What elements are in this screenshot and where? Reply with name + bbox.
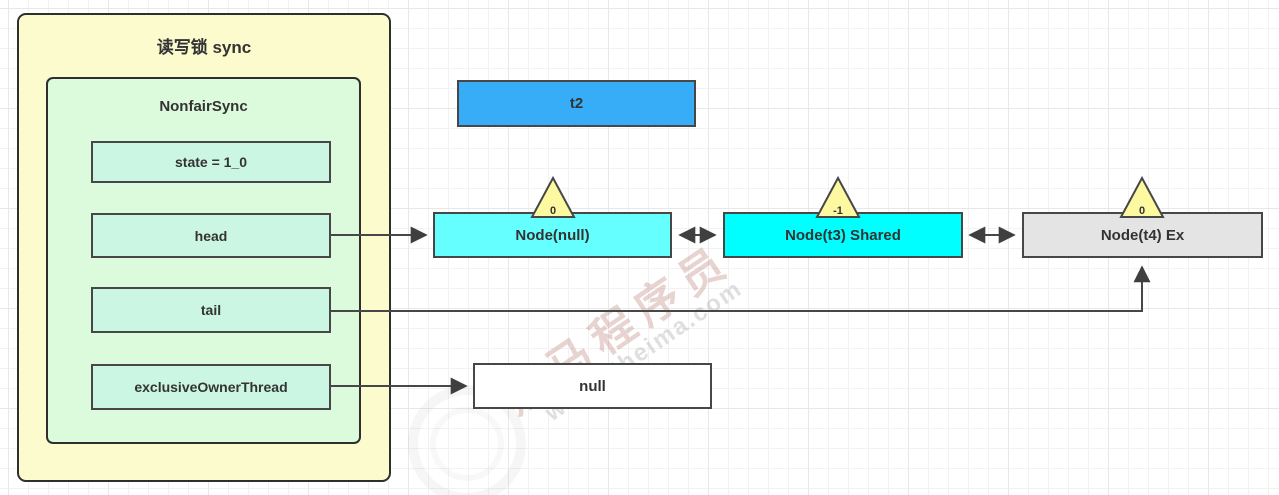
sync-container-title: 读写锁 sync	[156, 37, 252, 57]
field-tail: tail	[91, 287, 331, 333]
triangle-icon	[1119, 175, 1165, 218]
field-head: head	[91, 213, 331, 258]
wait-status-triangle-node-t3: -1	[814, 175, 862, 220]
triangle-icon	[815, 175, 861, 218]
nonfairsync-title: NonfairSync	[159, 97, 248, 115]
queue-node-t3-shared: Node(t3) Shared	[723, 212, 963, 258]
field-state: state = 1_0	[91, 141, 331, 183]
queue-node-t4-ex: Node(t4) Ex	[1022, 212, 1263, 258]
tail-pointer-arrow	[331, 265, 1151, 312]
triangle-icon	[530, 175, 576, 218]
wait-status-triangle-node-t4: 0	[1118, 175, 1166, 220]
watermark-logo-inner-ring	[430, 407, 504, 481]
queue-node-null: Node(null)	[433, 212, 672, 258]
thread-t2-box: t2	[457, 80, 696, 127]
wait-status-value: 0	[549, 205, 557, 217]
wait-status-value: 0	[1138, 205, 1146, 217]
null-value-box: null	[473, 363, 712, 409]
wait-status-triangle-node-null: 0	[529, 175, 577, 220]
wait-status-value: -1	[833, 205, 843, 217]
field-exclusive-owner-thread: exclusiveOwnerThread	[91, 364, 331, 410]
